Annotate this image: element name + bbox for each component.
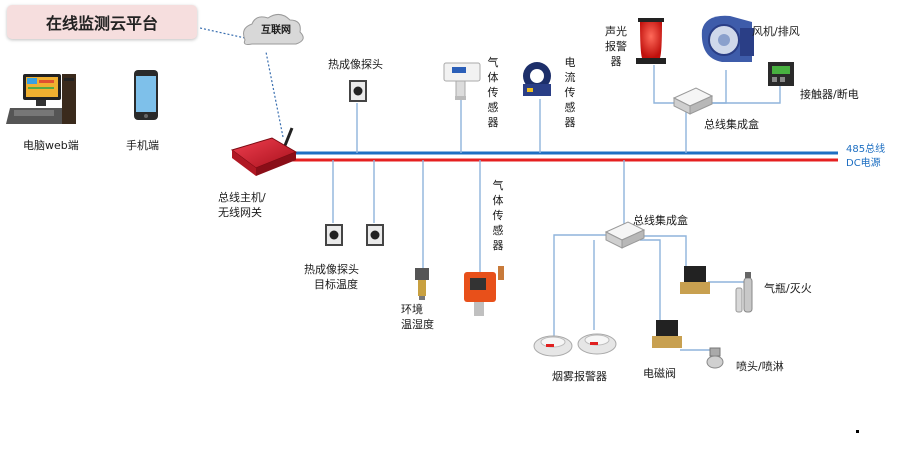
alarm-light-label: 声光报警器 [605, 25, 627, 68]
smartphone-icon [134, 70, 158, 120]
smoke-detector-2-icon [577, 333, 617, 355]
phone-client-label: 手机端 [126, 139, 159, 152]
thermal-top-label: 热成像探头 [328, 58, 383, 71]
env-label-1: 环境 [401, 303, 423, 316]
gas-sensor-icon [443, 62, 481, 100]
cloud-icon [243, 14, 304, 45]
env-label-2: 温湿度 [401, 318, 434, 331]
gateway-label-line1: 总线主机/ [218, 191, 266, 204]
blower-fan-icon [701, 15, 754, 62]
thermal-bottom-label-1: 热成像探头 [304, 263, 359, 276]
bus-box-bottom-label: 总线集成盒 [633, 214, 688, 227]
gas-bottle-label: 气瓶/灭火 [764, 282, 812, 295]
gas-bottom-label: 气体传感器 [492, 179, 504, 252]
contactor-label: 接触器/断电 [800, 88, 859, 101]
solenoid-valve-top-icon [680, 266, 710, 294]
nozzle-label: 喷头/喷淋 [736, 360, 784, 373]
current-sensor-label: 电流传感器 [564, 56, 576, 129]
gas-cylinder-icon [735, 272, 753, 313]
thermal-camera-icon [349, 80, 367, 102]
thermal-bottom-label-2: 目标温度 [314, 278, 358, 291]
thermal-camera-bottom-2-icon [366, 224, 384, 246]
rs485-bus-label: 485总线 [846, 144, 886, 155]
bus-gateway-icon [230, 127, 298, 176]
smoke-detector-1-icon [533, 335, 573, 357]
platform-title: 在线监测云平台 [7, 5, 197, 39]
temp-humidity-probe-icon [415, 268, 429, 300]
contactor-icon [768, 62, 794, 86]
corner-dot [856, 430, 859, 433]
gas-detector-bottom-icon [464, 266, 504, 316]
dc-power-label: DC电源 [846, 158, 881, 169]
desktop-pc-icon [6, 74, 76, 124]
bus-integration-box-bottom-icon [604, 221, 646, 249]
gas-top-label: 气体传感器 [487, 56, 499, 129]
alarm-light-icon [636, 18, 666, 64]
pc-client-label: 电脑web端 [23, 139, 79, 152]
smoke-detector-label: 烟雾报警器 [552, 370, 607, 383]
internet-label: 互联网 [261, 25, 291, 36]
sprinkler-nozzle-icon [706, 347, 724, 369]
thermal-camera-bottom-1-icon [325, 224, 343, 246]
bus-box-top-label: 总线集成盒 [704, 118, 759, 131]
bus-integration-box-top-icon [672, 87, 714, 115]
gateway-label-line2: 无线网关 [218, 206, 262, 219]
solenoid-valve-label: 电磁阀 [643, 367, 676, 380]
solenoid-valve-bottom-icon [652, 320, 682, 348]
fan-label: 风机/排风 [752, 25, 800, 38]
current-sensor-icon [523, 62, 551, 96]
